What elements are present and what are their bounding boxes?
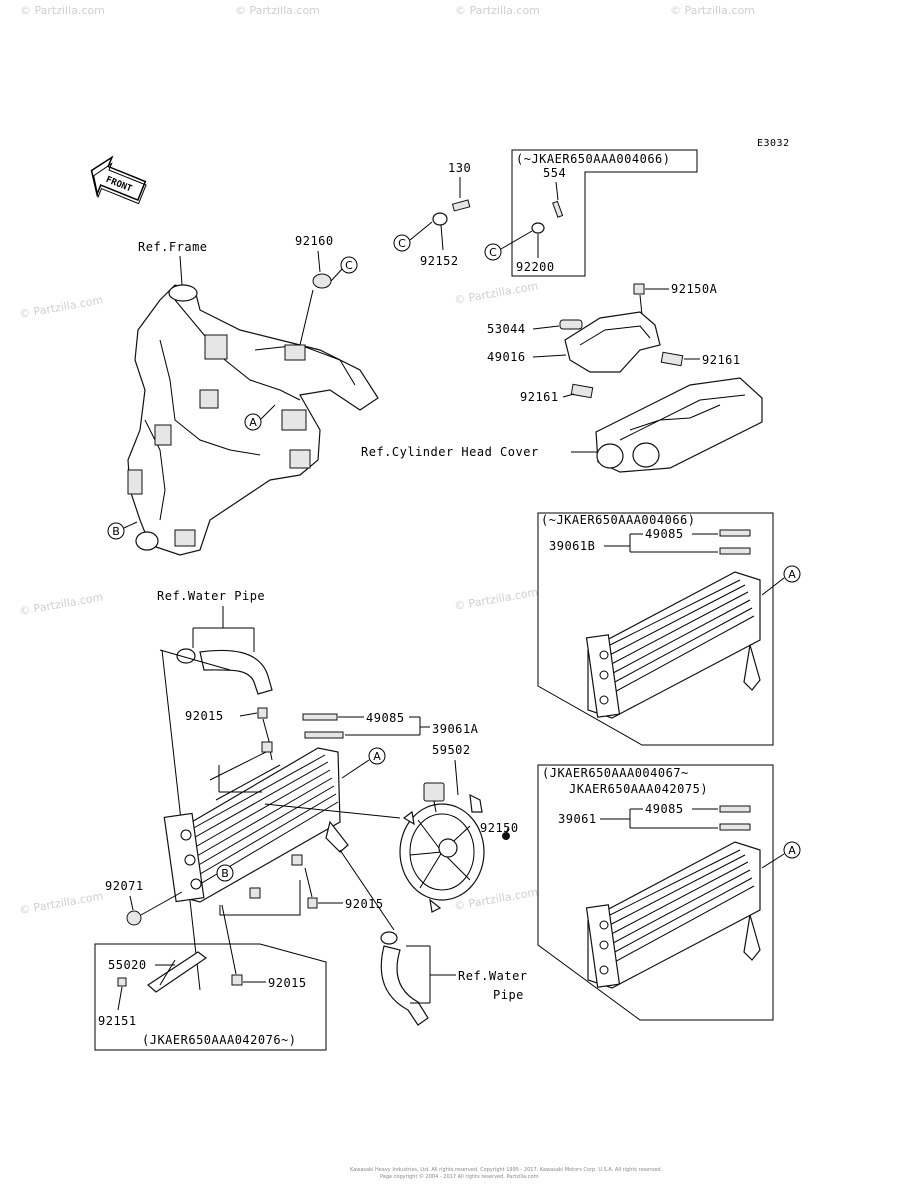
part-92071 [126,910,142,926]
diagram-code: E3032 [757,138,790,149]
part-label-55020: 55020 [108,958,147,972]
part-92160 [312,273,332,289]
ref-frame-label: Ref.Frame [138,240,208,254]
part-label-92015: 92015 [345,897,384,911]
ref-letter-b: B [221,867,229,880]
serial-range-right-2b: JKAER650AAA042075) [569,782,708,796]
watermark-text: © Partzilla.com [453,585,539,613]
part-label-92071: 92071 [105,879,144,893]
part-label-554: 554 [543,166,566,180]
water-hose-bottom [380,945,429,1026]
part-label-49085: 49085 [366,711,405,725]
ref-letter-a: A [788,568,796,581]
part-92200 [531,222,545,234]
part-49085-cap [302,713,338,721]
part-label-92150A: 92150A [671,282,718,296]
part-92152-washer [432,212,448,226]
part-label-92015: 92015 [268,976,307,990]
part-55020-bracket [147,951,208,993]
front-arrow-icon: FRONT [90,155,147,205]
part-92151-bolt [117,977,127,987]
part-label-92200: 92200 [516,260,555,274]
serial-range-bottom: (JKAER650AAA042076~) [142,1033,297,1047]
part-label-92161: 92161 [702,353,741,367]
radiator-drawing-1 [585,571,761,719]
ref-letter-a: A [373,750,381,763]
part-92161-pad [570,383,594,399]
part-92015-grommet [231,974,243,986]
part-label-130: 130 [448,161,471,175]
ref-water-pipe-top-label: Ref.Water Pipe [157,589,265,603]
ref-letter-c: C [398,237,406,250]
serial-range-top: (~JKAER650AAA004066) [516,152,671,166]
part-label-92160: 92160 [295,234,334,248]
ref-letter-b: B [112,525,120,538]
main-radiator [163,741,349,903]
part-92150A-bolt [633,283,645,295]
part-92015-grommet [307,897,318,909]
part-label-39061B: 39061B [549,539,595,553]
ref-letter-a: A [249,416,257,429]
part-39061B-bracket [719,547,751,555]
watermark-text: © Partzilla.com [18,293,104,321]
serial-box-right-1 [537,512,774,746]
watermark-text: © Partzilla.com [235,4,320,17]
part-92015-grommet [257,707,268,719]
part-label-39061: 39061 [558,812,597,826]
watermark-text: © Partzilla.com [670,4,755,17]
serial-box-right-2 [537,764,774,1021]
ref-letter-a: A [788,844,796,857]
watermark-text: © Partzilla.com [18,590,104,618]
water-hose-top [199,649,273,695]
hose-clamp [380,931,398,945]
serial-range-right-1: (~JKAER650AAA004066) [541,513,696,527]
part-label-92152: 92152 [420,254,459,268]
serial-range-right-2a: (JKAER650AAA004067~ [542,766,689,780]
part-49085-cap [719,805,751,813]
part-label-49085: 49085 [645,527,684,541]
copyright-line-2: Page copyright © 2004 - 2017 All rights … [380,1173,539,1180]
part-39061-bracket [719,823,751,831]
ref-cylinder-head-cover-label: Ref.Cylinder Head Cover [361,445,539,459]
part-label-49016: 49016 [487,350,526,364]
part-label-59502: 59502 [432,743,471,757]
hose-clamp [176,648,196,664]
part-39061A-bracket [304,731,344,739]
ref-water-pipe-bottom-label-2: Pipe [493,988,524,1002]
part-92150-bolt [502,832,510,840]
radiator-drawing-2 [585,841,761,989]
serial-box-bottom [94,943,327,1051]
part-130-bolt [451,199,471,212]
serial-box-top [511,149,698,277]
watermark-text: © Partzilla.com [455,4,540,17]
part-label-53044: 53044 [487,322,526,336]
part-49085-cap [719,529,751,537]
part-label-92151: 92151 [98,1014,137,1028]
fan-assembly [399,782,485,913]
part-label-92150: 92150 [480,821,519,835]
ref-letter-c: C [489,246,497,259]
part-554 [552,200,564,218]
watermark-text: © Partzilla.com [453,279,539,307]
watermark-text: © Partzilla.com [20,4,105,17]
part-label-92161: 92161 [520,390,559,404]
part-label-49085: 49085 [645,802,684,816]
part-92161-pad [660,351,684,367]
part-53044 [559,319,583,330]
ref-water-pipe-bottom-label: Ref.Water [458,969,528,983]
part-label-39061A: 39061A [432,722,479,736]
part-label-92015: 92015 [185,709,224,723]
watermark-text: © Partzilla.com [18,889,104,917]
part-49016-shield [564,311,661,373]
ref-letter-c: C [345,259,353,272]
copyright-line-1: Kawasaki Heavy Industries, Ltd. All righ… [350,1167,663,1173]
